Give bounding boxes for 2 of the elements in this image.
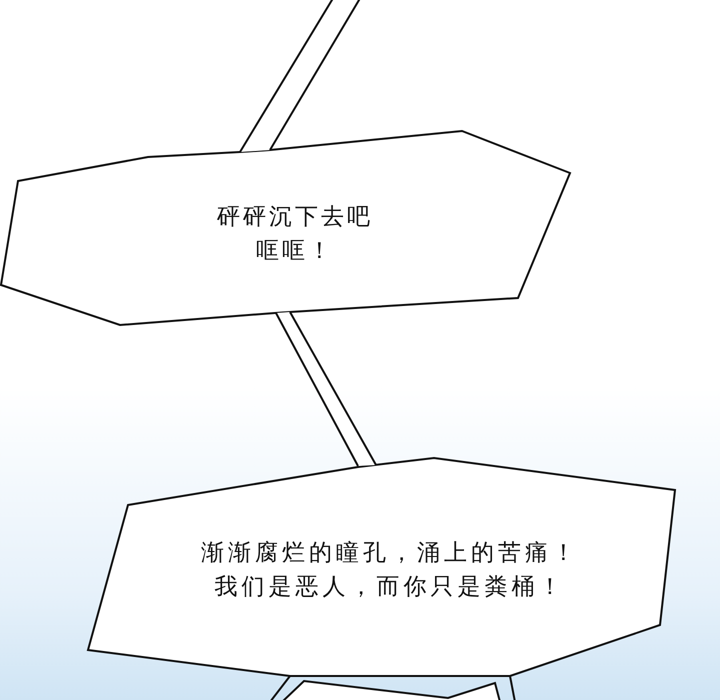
dialogue-text: 渐渐腐烂的瞳孔，涌上的苦痛！我们是恶人，而你只是粪桶！: [200, 539, 580, 602]
dialogue-text: 砰砰沉下去吧哐哐！: [216, 203, 374, 266]
